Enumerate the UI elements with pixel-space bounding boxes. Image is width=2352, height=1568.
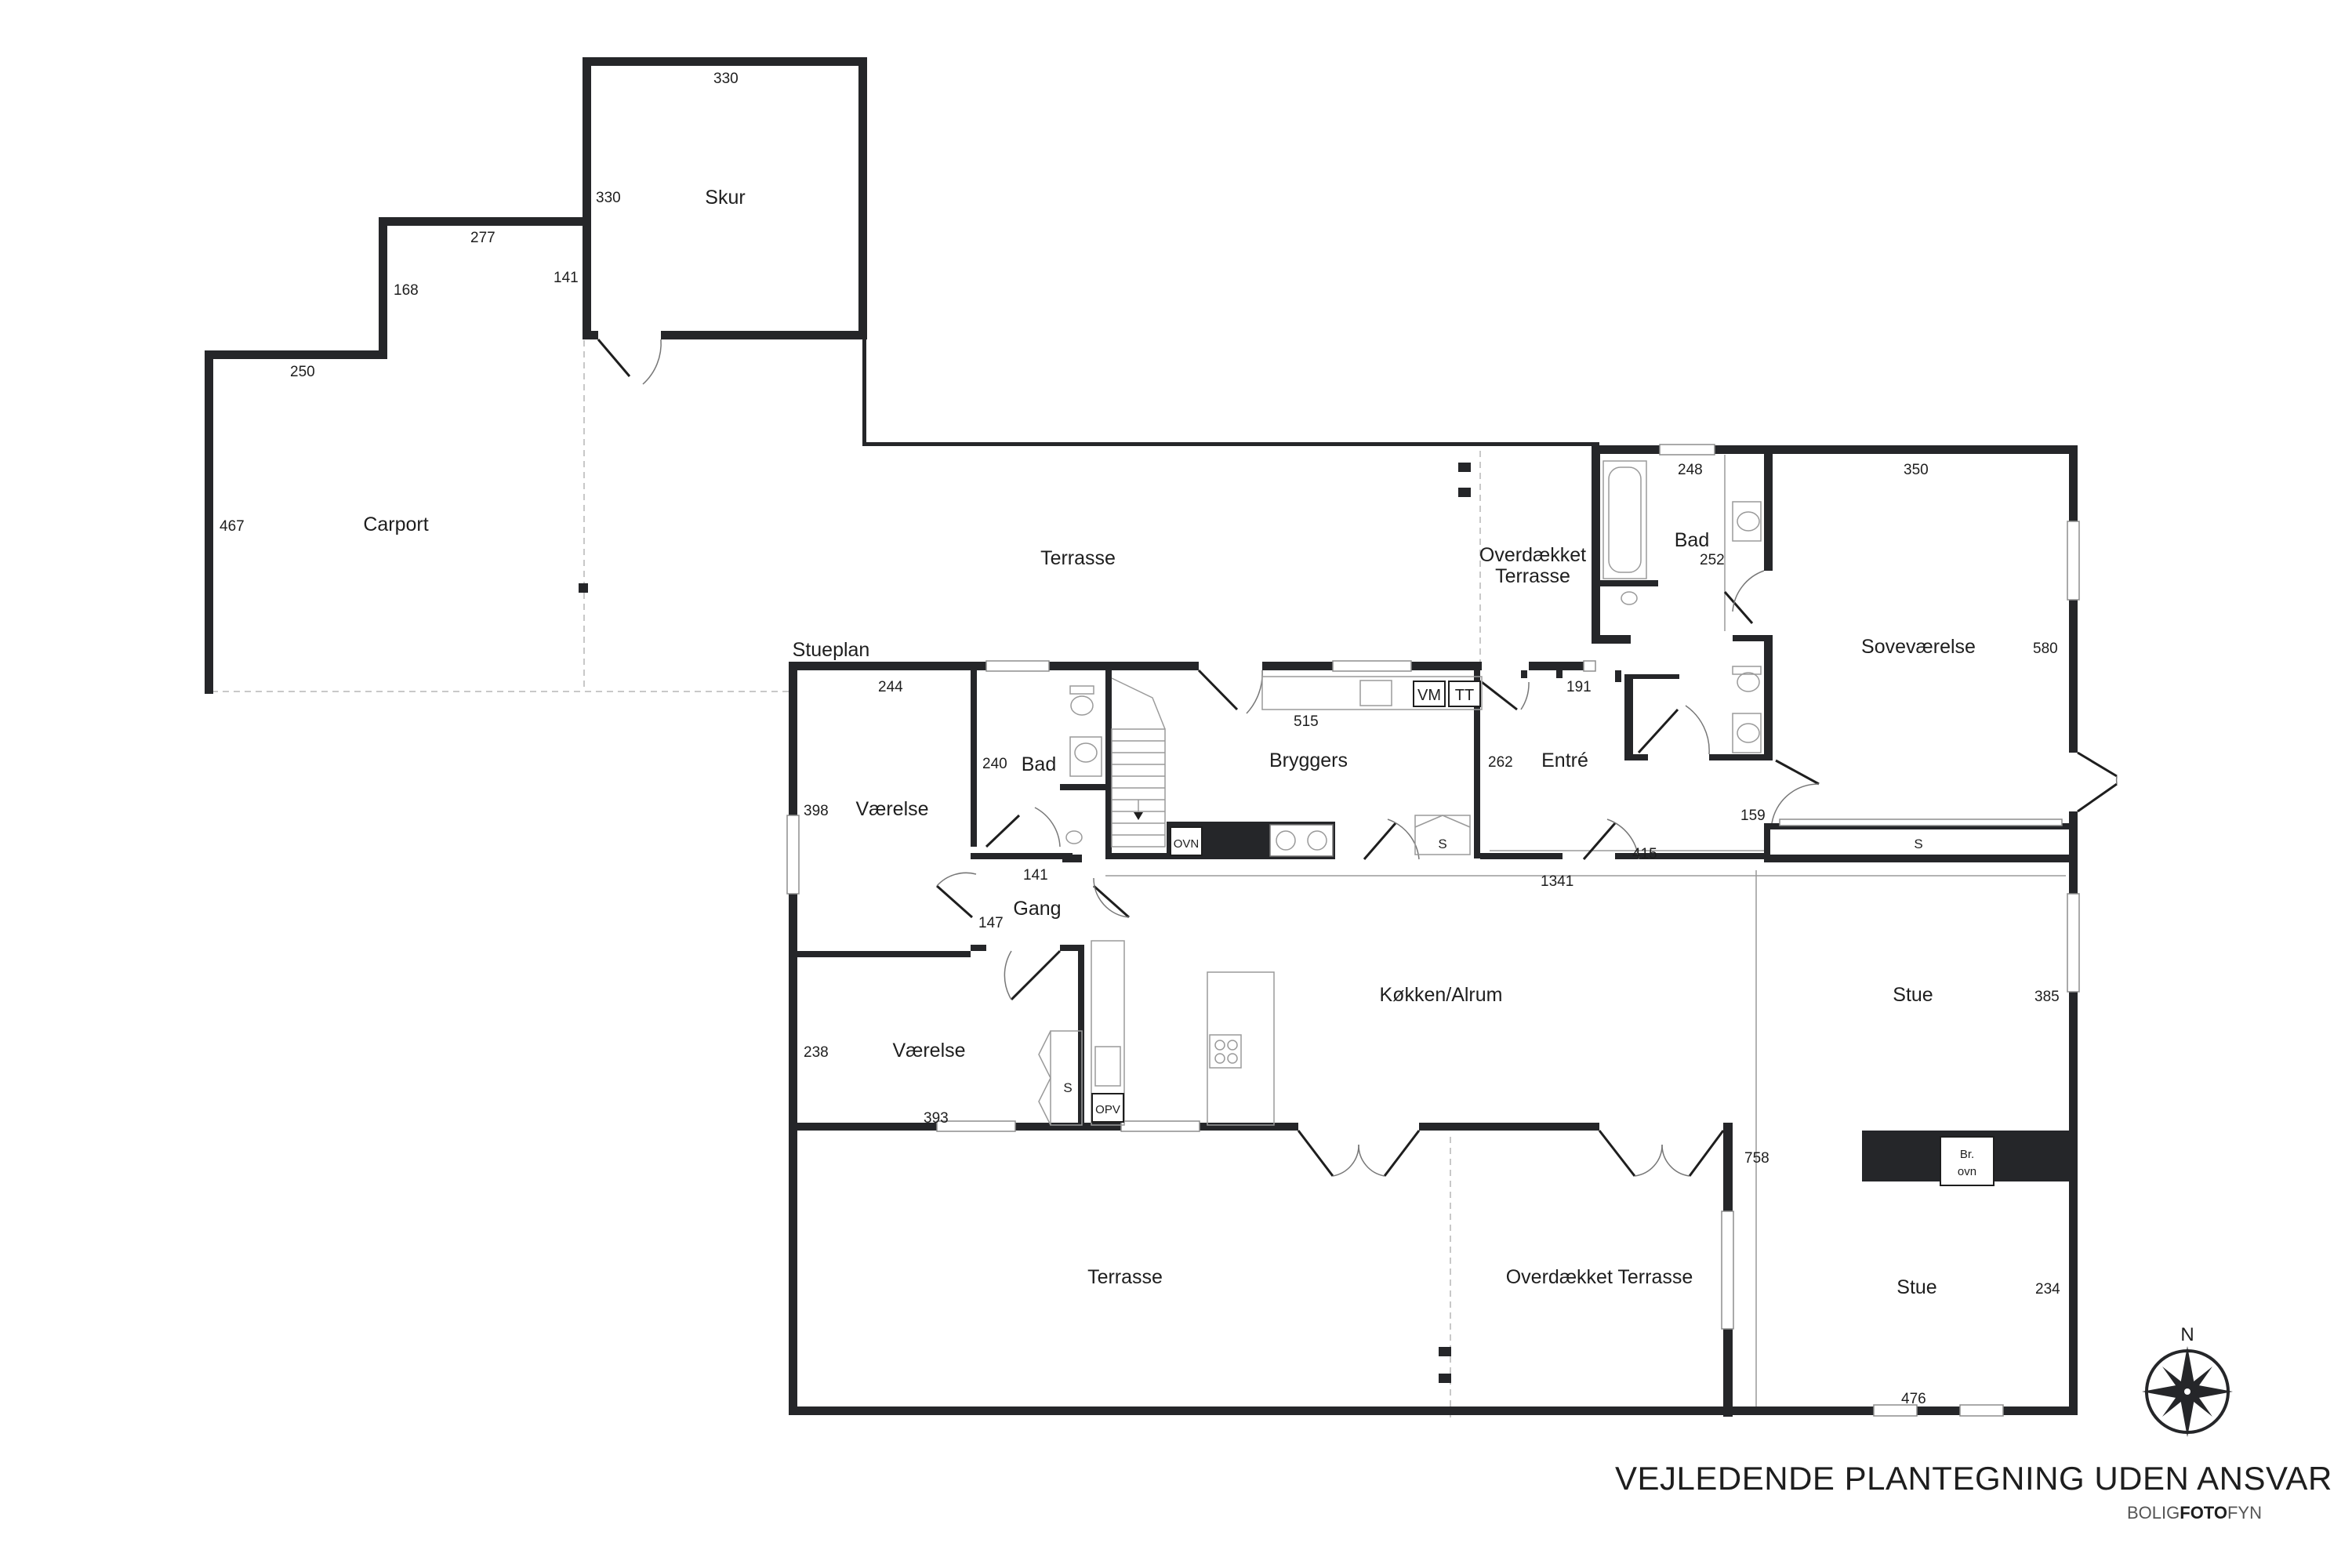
dim-label: 350 bbox=[1904, 462, 1929, 478]
closet-label: S bbox=[1914, 837, 1922, 851]
room-bad-upper: Bad bbox=[1675, 529, 1709, 551]
room-vaerelse-2: Værelse bbox=[892, 1040, 965, 1062]
dim-label: 580 bbox=[2033, 641, 2058, 657]
room-carport: Carport bbox=[363, 514, 428, 535]
dim-label: 168 bbox=[394, 282, 419, 299]
dim-label: 159 bbox=[1740, 808, 1766, 824]
fixture-labels: VM TT OVN S S S OPV Br. ovn bbox=[1063, 687, 1976, 1178]
brand-logo: BOLIGFOTOFYN bbox=[2127, 1503, 2262, 1523]
room-vaerelse-1: Værelse bbox=[855, 798, 928, 820]
dim-label: 141 bbox=[1023, 867, 1048, 884]
dim-label: 240 bbox=[982, 756, 1007, 772]
dim-label: 476 bbox=[1901, 1391, 1926, 1407]
dim-label: 398 bbox=[804, 803, 829, 819]
dim-label: 330 bbox=[713, 71, 739, 87]
dim-label: 277 bbox=[470, 230, 495, 246]
dryer-label: TT bbox=[1455, 687, 1474, 704]
dim-label: 248 bbox=[1678, 462, 1703, 478]
disclaimer-title: VEJLEDENDE PLANTEGNING UDEN ANSVAR bbox=[1615, 1460, 2332, 1497]
room-sovevaerelse: Soveværelse bbox=[1861, 636, 1976, 658]
dim-label: 385 bbox=[2034, 989, 2060, 1005]
dim-label: 1341 bbox=[1541, 873, 1573, 890]
stove-label: Br. bbox=[1960, 1148, 1974, 1161]
dim-label: 147 bbox=[978, 915, 1004, 931]
compass-rose-icon: N bbox=[2142, 1324, 2233, 1437]
oven-label: OVN bbox=[1174, 837, 1200, 851]
dim-label: 758 bbox=[1744, 1150, 1769, 1167]
dim-label: 393 bbox=[924, 1110, 949, 1127]
brand-part: FYN bbox=[2227, 1503, 2262, 1523]
dim-label: 191 bbox=[1566, 679, 1592, 695]
dishwasher-label: OPV bbox=[1095, 1103, 1120, 1116]
dim-label: 467 bbox=[220, 518, 245, 535]
room-stue-1: Stue bbox=[1893, 984, 1933, 1006]
room-bad-lower: Bad bbox=[1022, 753, 1056, 775]
dim-label: 234 bbox=[2035, 1281, 2060, 1298]
walls bbox=[205, 57, 2078, 1417]
room-overdaekket-top-2: Terrasse bbox=[1495, 565, 1570, 587]
dim-label: 252 bbox=[1700, 552, 1725, 568]
room-entre: Entré bbox=[1541, 750, 1588, 771]
closet-label: S bbox=[1438, 837, 1446, 851]
dim-label: 244 bbox=[878, 679, 903, 695]
room-labels: Skur Carport Terrasse Overdækket Terrass… bbox=[363, 187, 1976, 1298]
windows bbox=[786, 444, 2080, 1417]
dashed-guides bbox=[212, 329, 2066, 1417]
room-terrasse-bottom: Terrasse bbox=[1087, 1266, 1163, 1288]
room-koekken: Køkken/Alrum bbox=[1380, 984, 1503, 1006]
brand-part-bold: FOTO bbox=[2180, 1503, 2227, 1523]
stove-label: ovn bbox=[1958, 1165, 1976, 1178]
dim-label: 262 bbox=[1488, 754, 1513, 771]
dimension-labels: 330 330 277 168 141 250 467 248 252 350 … bbox=[220, 71, 2060, 1407]
room-skur: Skur bbox=[705, 187, 745, 209]
stueplan-label: Stueplan bbox=[793, 639, 870, 661]
dim-label: 415 bbox=[1632, 846, 1657, 862]
room-overdaekket-bottom: Overdækket Terrasse bbox=[1506, 1266, 1693, 1288]
fixtures bbox=[1038, 460, 1994, 1186]
room-terrasse-top: Terrasse bbox=[1040, 547, 1116, 569]
compass-north-label: N bbox=[2180, 1324, 2194, 1345]
room-gang: Gang bbox=[1013, 898, 1061, 920]
washer-label: VM bbox=[1417, 687, 1441, 704]
dim-label: 330 bbox=[596, 190, 621, 206]
dim-label: 141 bbox=[554, 270, 579, 286]
room-overdaekket-top-1: Overdækket bbox=[1479, 544, 1586, 566]
dim-label: 238 bbox=[804, 1044, 829, 1061]
dim-label: 515 bbox=[1294, 713, 1319, 730]
closet-label: S bbox=[1063, 1080, 1072, 1095]
doors bbox=[597, 339, 2118, 1177]
dim-label: 250 bbox=[290, 364, 315, 380]
room-stue-2: Stue bbox=[1896, 1276, 1936, 1298]
room-bryggers: Bryggers bbox=[1269, 750, 1348, 771]
brand-part: BOLIG bbox=[2127, 1503, 2180, 1523]
